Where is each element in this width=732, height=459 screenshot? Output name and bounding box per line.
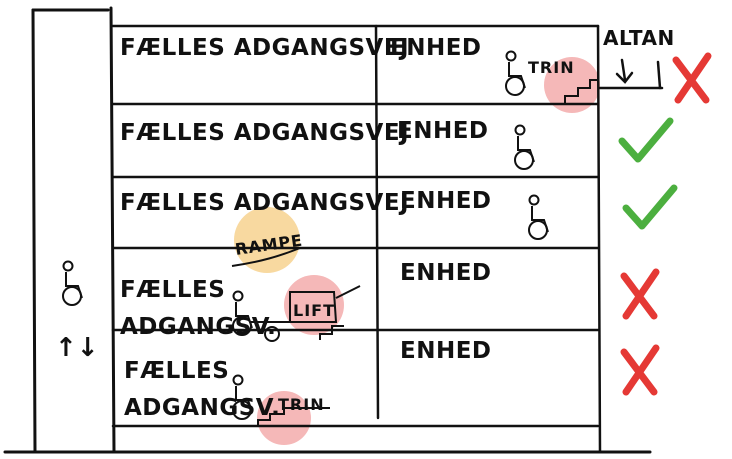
- floor-3-unit-label: ENHED: [400, 188, 492, 214]
- floor-5-feature-label: TRIN: [278, 395, 325, 414]
- floor-4-access-label-line1: FÆLLES: [120, 277, 225, 303]
- balcony: [598, 58, 664, 90]
- lift-icon: [250, 285, 361, 342]
- wheelchair-icon: [62, 260, 83, 306]
- wheelchair-icon: [505, 50, 526, 96]
- floor-4-unit-label: ENHED: [400, 260, 492, 286]
- trin-highlight-top: [544, 57, 600, 113]
- stairs-icon: [564, 79, 598, 104]
- stairs-icon: [319, 325, 344, 340]
- cross-icon: [672, 52, 712, 104]
- floor-5-unit-label: ENHED: [400, 338, 492, 364]
- floor-5-access-label-line2: ADGANGSV.: [124, 395, 280, 421]
- ramp-line: [231, 247, 301, 267]
- floor-1-feature-label: TRIN: [528, 58, 575, 77]
- stairs-icon: [257, 407, 330, 426]
- wheelchair-icon: [232, 374, 253, 420]
- floor-5-access-label-line1: FÆLLES: [124, 358, 229, 384]
- cross-icon: [620, 344, 660, 396]
- wheelchair-icon: [514, 124, 535, 170]
- elevator-arrows: ↑↓: [55, 333, 99, 363]
- floor-2-unit-label: ENHED: [397, 118, 489, 144]
- rampe-highlight: [234, 207, 300, 273]
- elevator-shaft: [31, 6, 116, 454]
- lift-highlight: [284, 275, 344, 335]
- check-icon: [622, 184, 678, 230]
- floor-1-unit-label: ENHED: [390, 35, 482, 61]
- trin-highlight-bottom: [257, 391, 311, 445]
- floor-4-access-label-line2: ADGANGSV.: [120, 314, 276, 340]
- wheelchair-icon: [528, 194, 549, 240]
- floor-3-access-label: FÆLLES ADGANGSVEJ: [120, 190, 409, 216]
- check-icon: [618, 117, 674, 163]
- altan-label: ALTAN: [603, 26, 675, 50]
- cross-icon: [620, 268, 660, 320]
- floor-2-access-label: FÆLLES ADGANGSVEJ: [120, 120, 409, 146]
- floor-4-feature-label: LIFT: [293, 301, 335, 320]
- floor-1-access-label: FÆLLES ADGANGSVEJ: [120, 35, 409, 61]
- building-grid: [3, 24, 652, 454]
